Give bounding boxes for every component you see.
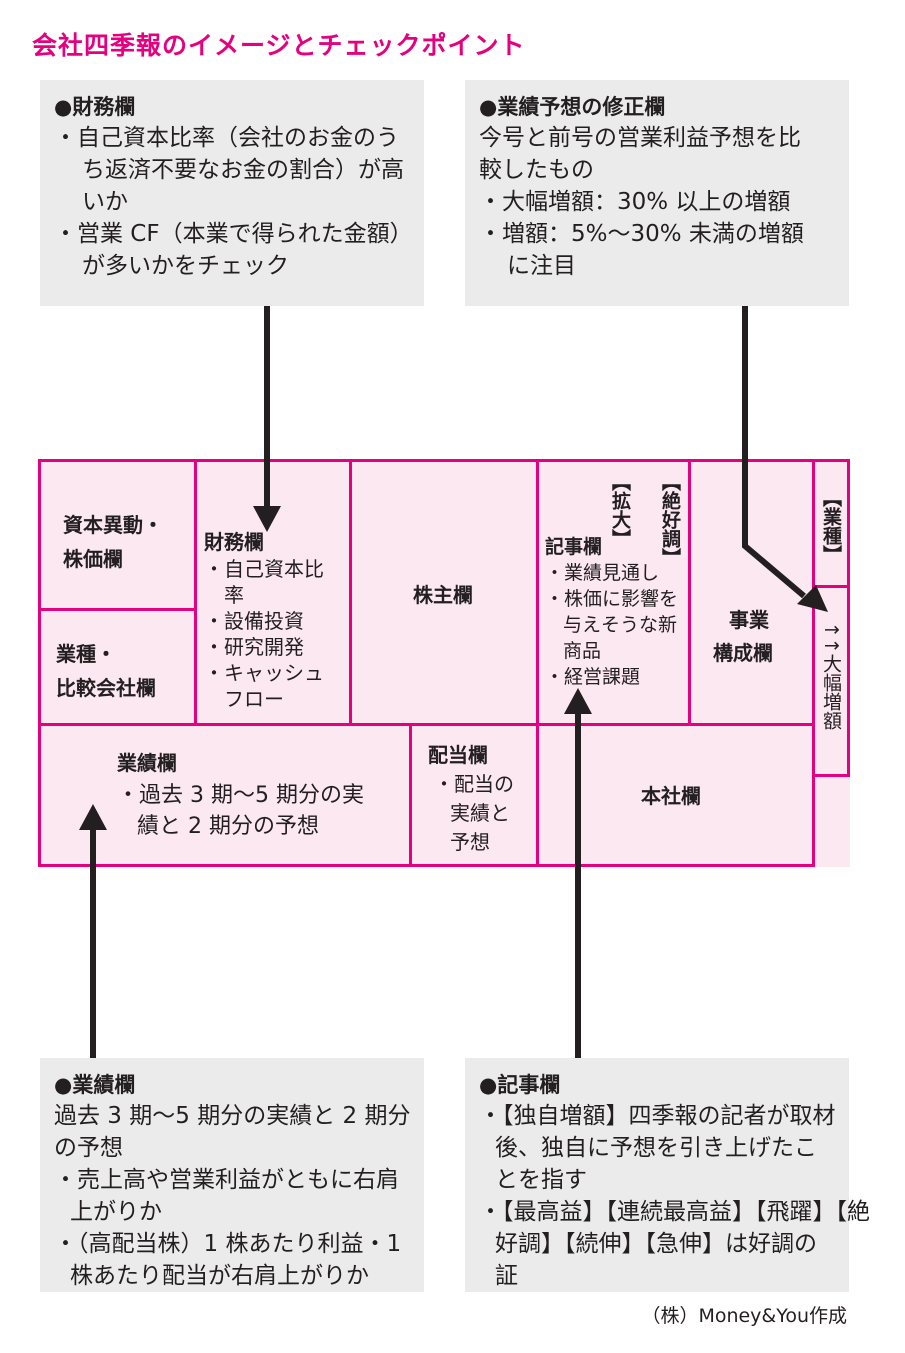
- cell-gyoseki-item: ・過去 3 期～5 期分の実: [117, 783, 364, 808]
- cell-gyoshu-hikaku: 業種・ 比較会社欄: [38, 608, 197, 726]
- cell-honsha: 本社欄: [536, 723, 815, 867]
- callout-gyoseki-yoso-line: に注目: [507, 253, 576, 279]
- cell-haito-item: 実績と: [450, 801, 510, 825]
- callout-kiji-line: ・【最高益】【連続最高益】【飛躍】【絶: [479, 1199, 870, 1225]
- cell-shihon-ido-label-2: 株価欄: [63, 547, 123, 571]
- callout-gyoseki-heading: ●業績欄: [54, 1073, 136, 1097]
- cell-kiji: 【絶好調】 【拡大】 記事欄 ・業績見通し ・株価に影響を 与えそうな新 商品 …: [536, 459, 691, 726]
- cell-gyoshu-tag-label: 【業種】: [820, 488, 842, 564]
- cell-kiji-item: ・株価に影響を: [545, 588, 679, 610]
- cell-gyoshu-hikaku-label-1: 業種・: [56, 642, 116, 666]
- cell-zaimu-item: ・設備投資: [204, 609, 304, 633]
- cell-gyoseki-item: 績と 2 期分の予想: [137, 814, 319, 839]
- callout-gyoseki-line: 株あたり配当が右肩上がりか: [70, 1263, 369, 1289]
- cell-zaimu-title: 財務欄: [204, 530, 264, 554]
- callout-zaimu-line: ・自己資本比率（会社のお金のう: [54, 125, 399, 151]
- cell-haito: 配当欄 ・配当の 実績と 予想: [409, 723, 539, 867]
- cell-haito-item: ・配当の: [434, 772, 514, 796]
- callout-kiji-line: 後、独自に予想を引き上げたこ: [495, 1135, 817, 1161]
- callout-kiji-line: 好調】【続伸】【急伸】は好調の: [495, 1231, 817, 1257]
- cell-shihon-ido: 資本異動・ 株価欄: [38, 459, 197, 611]
- callout-zaimu-line: ・営業 CF（本業で得られた金額）: [54, 221, 413, 247]
- cell-zaimu-item: 率: [224, 583, 244, 607]
- callout-gyoseki: ●業績欄 過去 3 期～5 期分の実績と 2 期分 の予想 ・売上高や営業利益が…: [40, 1058, 424, 1292]
- cell-gyoshu-hikaku-label-2: 比較会社欄: [56, 676, 156, 700]
- cell-kiji-title: 記事欄: [545, 536, 603, 558]
- callout-zaimu-line: ち返済不要なお金の割合）が高: [82, 157, 404, 183]
- callout-zaimu: ●財務欄 ・自己資本比率（会社のお金のう ち返済不要なお金の割合）が高 いか ・…: [40, 80, 424, 306]
- callout-gyoseki-yoso-line: ・増額：5%～30% 未満の増額: [479, 221, 804, 247]
- cell-gyoseki-title: 業績欄: [117, 751, 177, 775]
- arrow-gyoseki: [79, 804, 107, 1058]
- callout-gyoseki-yoso-line: 今号と前号の営業利益予想を比: [479, 125, 801, 151]
- cell-haito-item: 予想: [450, 830, 490, 854]
- arrow-zaimu: [253, 306, 281, 532]
- cell-kiji-item: ・業績見通し: [545, 562, 660, 584]
- callout-kiji-heading: ●記事欄: [479, 1073, 561, 1097]
- cell-kiji-item: ・経営課題: [545, 666, 641, 688]
- cell-gyoshu-tag: 【業種】: [812, 459, 850, 588]
- cell-kiji-item: 与えそうな新: [563, 614, 678, 636]
- callout-gyoseki-line: ・売上高や営業利益がともに右肩: [54, 1167, 399, 1193]
- cell-zaimu: 財務欄 ・自己資本比 率 ・設備投資 ・研究開発 ・キャッシュ フロー: [194, 459, 352, 726]
- callout-gyoseki-yoso-line: 較したもの: [479, 157, 594, 183]
- cell-shihon-ido-label-1: 資本異動・: [63, 513, 163, 537]
- callout-gyoseki-line: の予想: [54, 1135, 123, 1161]
- credit-text: （株）Money&You作成: [641, 1305, 847, 1327]
- arrow-kiji: [564, 688, 592, 1058]
- cell-kabunushi-label: 株主欄: [413, 583, 473, 607]
- cell-zaimu-item: フロー: [224, 687, 284, 711]
- callout-kiji-line: 証: [495, 1263, 518, 1289]
- callout-gyoseki-line: ・（高配当株）1 株あたり利益・1: [54, 1231, 402, 1257]
- cell-haito-title: 配当欄: [428, 743, 488, 767]
- cell-jigyo-kosei-label-1: 事業: [729, 608, 769, 632]
- callout-zaimu-line: が多いかをチェック: [82, 253, 289, 279]
- callout-gyoseki-yoso-line: ・大幅増額：30% 以上の増額: [479, 189, 791, 215]
- callout-gyoseki-yoso: ●業績予想の修正欄 今号と前号の営業利益予想を比 較したもの ・大幅増額：30%…: [465, 80, 849, 306]
- callout-kiji-line: とを指す: [495, 1167, 587, 1193]
- cell-kiji-tag-kakudai: 【拡大】: [609, 472, 631, 548]
- cell-jigyo-kosei-label-2: 構成欄: [713, 641, 773, 665]
- callout-gyoseki-yoso-heading: ●業績予想の修正欄: [479, 95, 666, 119]
- cell-zaimu-item: ・キャッシュ: [204, 661, 324, 685]
- cell-zaimu-item: ・自己資本比: [204, 557, 324, 581]
- callout-gyoseki-line: 上がりか: [70, 1199, 162, 1225]
- cell-zaimu-item: ・研究開発: [204, 635, 304, 659]
- cell-honsha-label: 本社欄: [641, 784, 701, 808]
- cell-kiji-item: 商品: [563, 640, 602, 662]
- callout-zaimu-heading: ●財務欄: [54, 95, 136, 119]
- cell-oohaba-zogaku: ↑↑大幅増額: [812, 585, 850, 777]
- cell-kiji-tag-zekkocho: 【絶好調】: [659, 472, 681, 567]
- shikiho-layout-grid: 資本異動・ 株価欄 業種・ 比較会社欄 財務欄 ・自己資本比 率 ・設備投資 ・…: [38, 459, 850, 867]
- callout-kiji: ●記事欄 ・【独自増額】四季報の記者が取材 後、独自に予想を引き上げたこ とを指…: [465, 1058, 870, 1292]
- callout-zaimu-line: いか: [82, 189, 128, 215]
- arrow-gyoseki-yoso: [742, 306, 828, 612]
- page-title: 会社四季報のイメージとチェックポイント: [32, 31, 526, 60]
- callout-kiji-line: ・【独自増額】四季報の記者が取材: [479, 1103, 836, 1129]
- callout-gyoseki-line: 過去 3 期～5 期分の実績と 2 期分: [54, 1103, 411, 1129]
- cell-oohaba-zogaku-label: ↑↑大幅増額: [820, 622, 842, 730]
